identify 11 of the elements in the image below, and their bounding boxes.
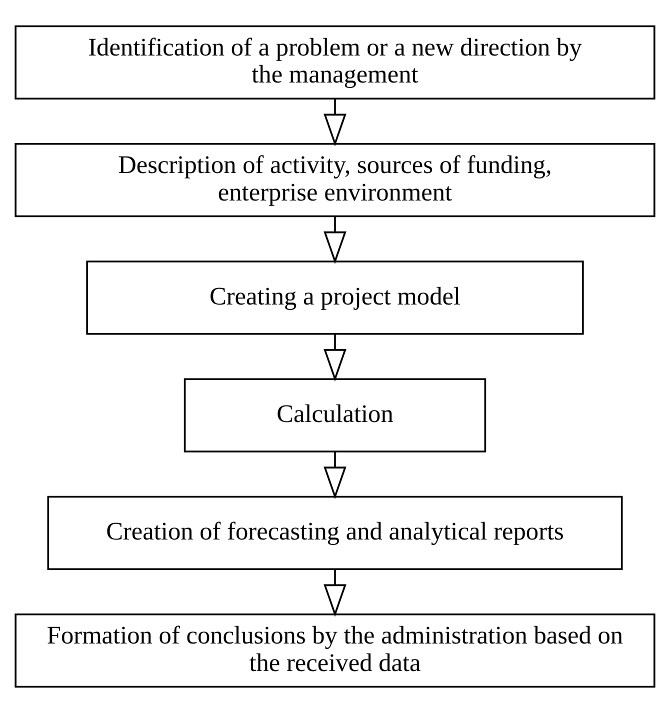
node-box: Formation of conclusions by the administration based on the received data xyxy=(14,612,656,688)
node-box: Identification of a problem or a new direction by the management xyxy=(14,24,656,100)
node-box: Creating a project model xyxy=(86,260,584,334)
node-box: Creation of forecasting and analytical reports xyxy=(47,495,623,570)
arrow xyxy=(324,98,346,146)
arrow xyxy=(324,334,346,382)
node-box: Calculation xyxy=(184,378,486,452)
arrow xyxy=(324,216,346,264)
arrow xyxy=(324,569,346,616)
node-box: Description of activity, sources of funding, enterprise environment xyxy=(14,142,656,217)
arrow xyxy=(324,451,346,499)
